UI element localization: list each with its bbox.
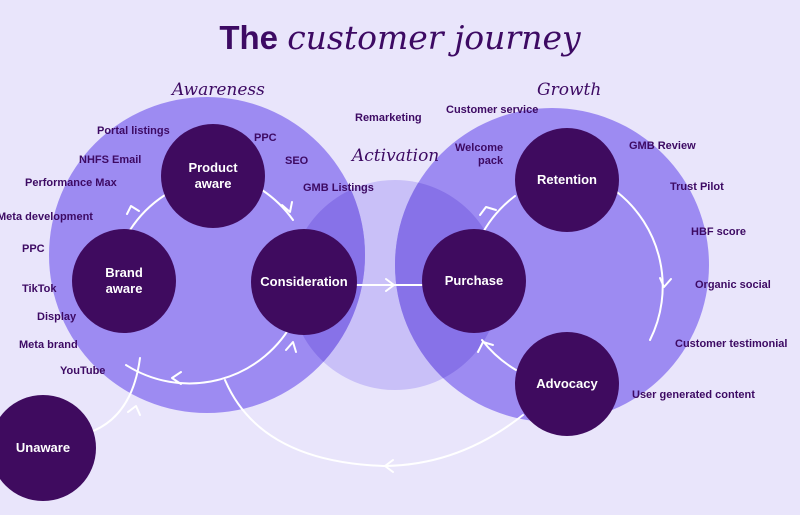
awareness-loop-arrow: [125, 319, 295, 385]
channel-label: YouTube: [60, 365, 106, 377]
page-title: The customer journey: [0, 18, 800, 58]
stage-label: Unaware: [15, 440, 71, 455]
channel-label: Trust Pilot: [670, 181, 724, 193]
activation-label: Activation: [352, 146, 440, 166]
channel-label: Meta brand: [19, 339, 78, 351]
channel-label: GMB Listings: [303, 182, 374, 194]
channel-label: HBF score: [691, 226, 747, 238]
stage-product-aware[interactable]: Product aware: [161, 124, 265, 228]
advocacy-feedback-arrowhead: [384, 459, 394, 473]
brand-to-product-arrowhead: [126, 205, 140, 215]
channel-label: PPC: [22, 243, 45, 255]
product-to-consideration-arrow: [261, 189, 294, 221]
channel-label: SEO: [285, 155, 309, 167]
consideration-to-purchase-arrowhead: [385, 278, 395, 292]
stage-brand-aware[interactable]: Brand aware: [72, 229, 176, 333]
stage-purchase[interactable]: Purchase: [422, 229, 526, 333]
channel-label: GMB Review: [629, 140, 696, 152]
awareness-label: Awareness: [172, 80, 265, 100]
stage-consideration[interactable]: Consideration: [251, 229, 357, 335]
unaware-to-awareness-arrowhead: [127, 405, 141, 416]
stage-label: Consideration: [260, 274, 348, 289]
channel-label: Performance Max: [25, 177, 117, 189]
brand-to-product-arrow: [129, 194, 166, 231]
stage-advocacy[interactable]: Advocacy: [515, 332, 619, 436]
stage-label: Advocacy: [536, 376, 598, 391]
consideration-down-arrowhead: [285, 341, 297, 353]
channel-label: Welcome pack: [455, 142, 504, 167]
unaware-to-awareness-arrow: [87, 357, 141, 434]
retention-to-advocacy-arrow: [616, 191, 664, 341]
stage-label: Retention: [537, 172, 597, 187]
channel-label: NHFS Email: [79, 154, 142, 166]
channel-label: Portal listings: [97, 125, 170, 137]
stage-label: Purchase: [444, 273, 504, 288]
growth-label: Growth: [537, 80, 602, 100]
advocacy-to-purchase-arrowhead: [477, 341, 494, 353]
channel-label: Remarketing: [355, 112, 422, 124]
channel-label: Customer testimonial: [675, 338, 788, 350]
growth-activation-overlap: [395, 180, 500, 390]
purchase-to-retention-arrowhead: [479, 206, 497, 216]
channel-label: TikTok: [22, 283, 57, 295]
channel-label: Display: [37, 311, 77, 323]
channel-label: User generated content: [632, 389, 755, 401]
channel-label: Organic social: [695, 279, 771, 291]
channel-label: Customer service: [446, 104, 539, 116]
stage-label: Brand aware: [105, 265, 143, 296]
title-italic: customer journey: [287, 18, 581, 57]
channel-label: PPC: [254, 132, 277, 144]
awareness-loop-arrowhead-bottom: [171, 371, 182, 385]
title-bold: The: [219, 19, 279, 56]
product-to-consideration-arrowhead: [281, 201, 293, 213]
stage-retention[interactable]: Retention: [515, 128, 619, 232]
stage-unaware[interactable]: Unaware: [0, 395, 96, 501]
channel-label: Meta development: [0, 211, 93, 223]
retention-to-advocacy-arrowhead: [659, 277, 672, 288]
stage-label: Product aware: [188, 160, 238, 191]
